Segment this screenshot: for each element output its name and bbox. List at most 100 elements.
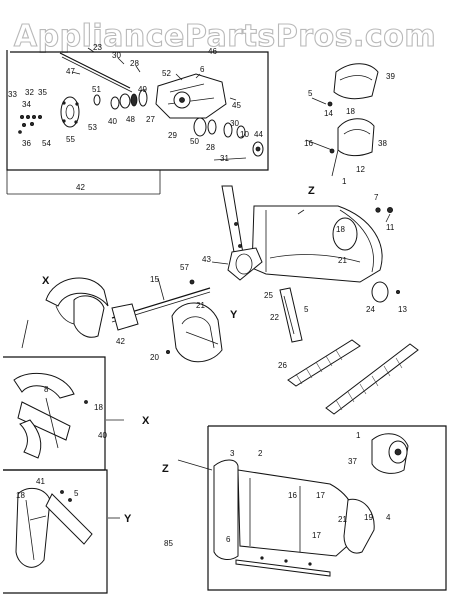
callout-30: 30 — [112, 51, 121, 60]
callout-10: 10 — [240, 130, 249, 139]
leader-lines — [21, 47, 391, 519]
callout-32: 32 — [25, 88, 34, 97]
assembly-x-inset: X — [142, 415, 150, 427]
callout-18-housing: 18 — [336, 225, 345, 234]
callout-41: 41 — [36, 477, 45, 486]
callout-5c: 5 — [74, 489, 79, 498]
callout-25: 25 — [264, 291, 273, 300]
callout-29: 29 — [168, 131, 177, 140]
callout-42a: 42 — [76, 183, 85, 192]
seal-plate-55 — [60, 96, 80, 128]
assembly-x-left: X — [42, 275, 50, 287]
inset-y — [3, 469, 108, 594]
housing-opening — [332, 217, 358, 251]
callout-40: 40 — [108, 117, 117, 126]
shave-plate-22 — [279, 287, 303, 343]
callout-19: 19 — [364, 513, 373, 522]
auger-y-flight — [171, 302, 223, 363]
assembly-z-inset: Z — [162, 463, 169, 475]
callout-5a: 5 — [308, 89, 313, 98]
callout-11: 11 — [386, 223, 395, 232]
chute-parts — [327, 63, 379, 177]
callout-53: 53 — [88, 123, 97, 132]
skid-shoe-24 — [371, 281, 389, 303]
scraper-bar-6 — [235, 559, 331, 577]
callout-36: 36 — [22, 139, 31, 148]
callout-55: 55 — [66, 135, 75, 144]
callout-12: 12 — [356, 165, 365, 174]
page-code: 85 — [164, 539, 173, 548]
callout-30b: 30 — [230, 119, 239, 128]
callout-40b: 40 — [98, 431, 107, 440]
assembly-y-inset: Y — [124, 513, 132, 525]
callout-13: 13 — [398, 305, 407, 314]
callout-43: 43 — [202, 255, 211, 264]
auger-housing-main — [221, 185, 400, 343]
callout-21b: 21 — [338, 515, 347, 524]
callout-20: 20 — [150, 353, 159, 362]
callout-22: 22 — [270, 313, 279, 322]
callout-17a: 17 — [316, 491, 325, 500]
gearbox-panel — [6, 50, 269, 195]
callout-27: 27 — [146, 115, 155, 124]
inset-z — [207, 425, 447, 591]
callout-42b: 42 — [116, 337, 125, 346]
callout-51: 51 — [92, 85, 101, 94]
gearbox-housing — [155, 73, 227, 119]
callout-31: 31 — [220, 154, 229, 163]
side-plate-3 — [213, 459, 239, 560]
callout-16: 16 — [304, 139, 313, 148]
callout-1b: 1 — [356, 431, 361, 440]
callout-26: 26 — [278, 361, 287, 370]
callout-38: 38 — [378, 139, 387, 148]
chute-deflector-39 — [333, 63, 379, 100]
callout-33: 33 — [8, 90, 17, 99]
assembly-z-main: Z — [308, 185, 315, 197]
callout-16b: 16 — [288, 491, 297, 500]
callout-28b: 28 — [206, 143, 215, 152]
callout-34: 34 — [22, 100, 31, 109]
callout-7: 7 — [374, 193, 379, 202]
callout-2: 2 — [258, 449, 263, 458]
callout-15: 15 — [150, 275, 159, 284]
callout-4: 4 — [386, 513, 391, 522]
callout-14: 14 — [324, 109, 333, 118]
callout-24: 24 — [366, 305, 375, 314]
callout-1a: 1 — [342, 177, 347, 186]
callout-45: 45 — [232, 101, 241, 110]
watermark-text: AppliancePartsPros.com — [14, 19, 436, 54]
callout-labels: 23 47 30 28 46 52 6 45 51 49 33 32 35 34… — [8, 43, 407, 548]
callout-17b: 17 — [312, 531, 321, 540]
callout-54: 54 — [42, 139, 51, 148]
callout-21-housing: 21 — [338, 256, 347, 265]
assembly-y-center: Y — [230, 309, 238, 321]
callout-6b: 6 — [226, 535, 231, 544]
callout-18c: 18 — [16, 491, 25, 500]
callout-18a: 18 — [346, 107, 355, 116]
callout-6: 6 — [200, 65, 205, 74]
side-plate-4 — [343, 498, 375, 554]
callout-8: 8 — [44, 385, 49, 394]
callout-52: 52 — [162, 69, 171, 78]
housing-shell-2 — [237, 469, 357, 557]
auger-assemblies — [45, 277, 223, 363]
callout-39: 39 — [386, 72, 395, 81]
worm-gear-set — [193, 117, 264, 157]
shaft-bearings — [93, 89, 148, 110]
callout-35: 35 — [38, 88, 47, 97]
callout-28: 28 — [130, 59, 139, 68]
callout-48: 48 — [126, 115, 135, 124]
callout-3: 3 — [230, 449, 235, 458]
callout-5b: 5 — [304, 305, 309, 314]
worm-shaft — [59, 52, 131, 89]
gearbox-panel-border — [6, 50, 269, 171]
callout-18b: 18 — [94, 403, 103, 412]
callout-57: 57 — [180, 263, 189, 272]
callout-37: 37 — [348, 457, 357, 466]
inset-x — [3, 356, 106, 471]
chute-38 — [337, 118, 375, 157]
callout-44: 44 — [254, 130, 263, 139]
callout-21a: 21 — [196, 301, 205, 310]
callout-50: 50 — [190, 137, 199, 146]
